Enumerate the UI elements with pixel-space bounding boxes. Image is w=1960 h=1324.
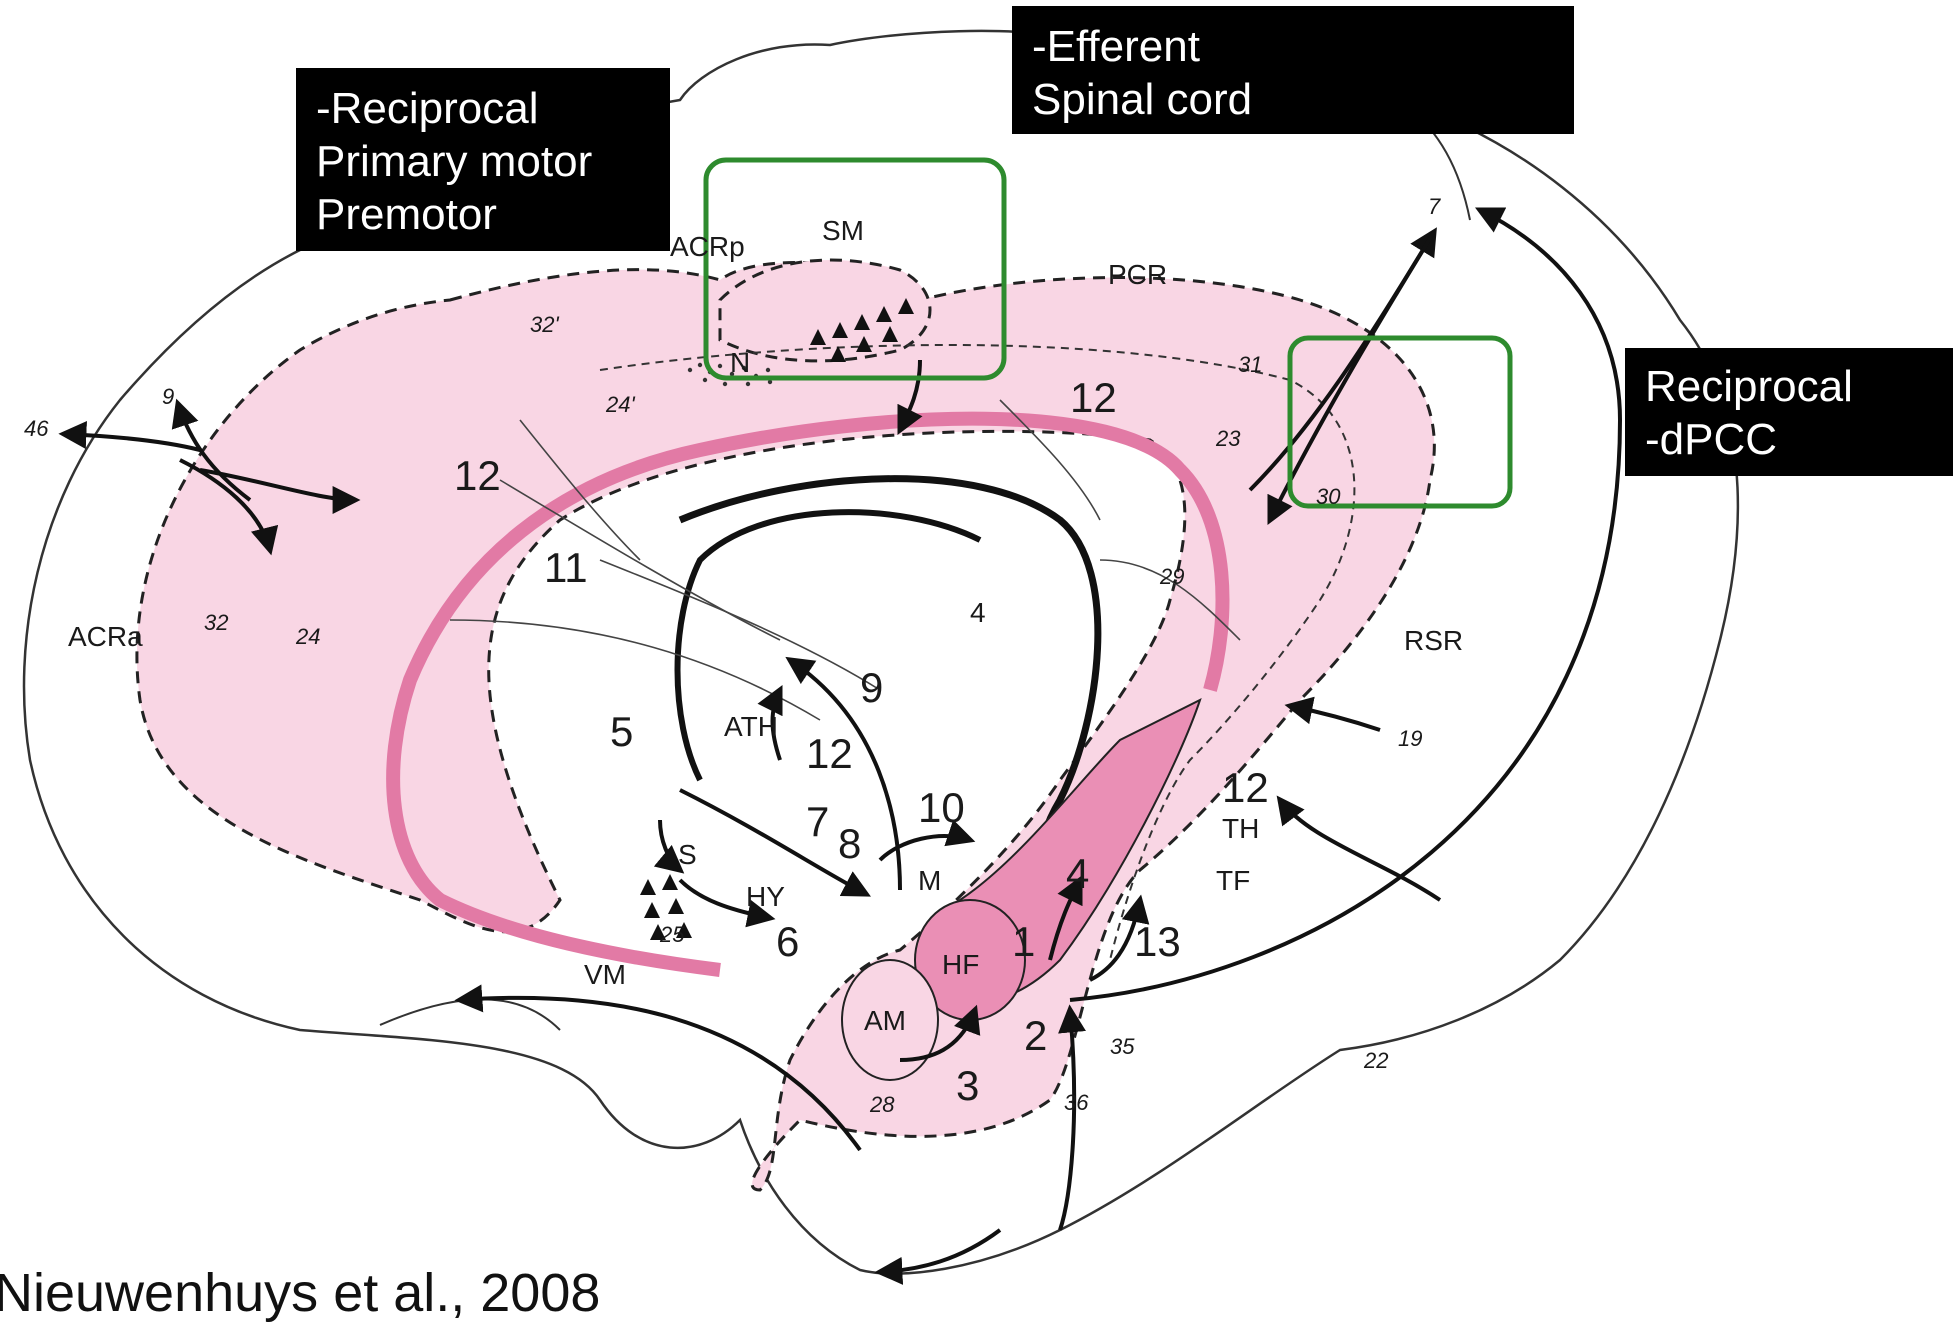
pathway-6: 6	[776, 918, 799, 965]
pathway-11: 11	[544, 544, 588, 591]
area-4-small: 4	[970, 597, 986, 628]
citation-text: Nieuwenhuys et al., 2008	[0, 1262, 600, 1324]
label-sm: SM	[822, 215, 864, 246]
area-35: 35	[1110, 1034, 1135, 1059]
label-tf: TF	[1216, 865, 1250, 896]
area-32p: 32'	[530, 312, 559, 337]
pathway-10: 10	[918, 784, 965, 831]
label-th: TH	[1222, 813, 1259, 844]
pathway-12-right: 12	[1222, 764, 1269, 811]
label-pcr: PCR	[1108, 259, 1167, 290]
area-32: 32	[204, 610, 228, 635]
area-22: 22	[1363, 1048, 1388, 1073]
callout-efferent: -Efferent Spinal cord	[1012, 6, 1574, 134]
pathway-12-mid: 12	[806, 730, 853, 777]
pathway-13: 13	[1134, 918, 1181, 965]
label-hf: HF	[942, 949, 979, 980]
pathway-12-left: 12	[454, 452, 501, 499]
pathway-3: 3	[956, 1062, 979, 1109]
area-31: 31	[1238, 352, 1262, 377]
pathway-5: 5	[610, 708, 633, 755]
area-30: 30	[1316, 484, 1341, 509]
area-29: 29	[1159, 564, 1184, 589]
label-s: S	[678, 839, 697, 870]
area-24: 24	[295, 624, 320, 649]
callout-line: Premotor	[316, 188, 670, 241]
callout-line: -Efferent	[1032, 20, 1574, 73]
callout-line: Spinal cord	[1032, 73, 1574, 126]
area-19: 19	[1398, 726, 1422, 751]
area-7: 7	[1428, 194, 1441, 219]
area-24p: 24'	[605, 392, 635, 417]
label-acra: ACRa	[68, 621, 143, 652]
pathway-12-top: 12	[1070, 374, 1117, 421]
label-acrp: ACRp	[670, 231, 745, 262]
area-36: 36	[1064, 1090, 1089, 1115]
callout-line: -dPCC	[1645, 413, 1953, 466]
pathway-8: 8	[838, 820, 861, 867]
pathway-4: 4	[1066, 850, 1089, 897]
area-28: 28	[869, 1092, 895, 1117]
area-46: 46	[24, 416, 49, 441]
area-23: 23	[1215, 426, 1241, 451]
label-m: M	[918, 865, 941, 896]
area-25: 25	[659, 922, 685, 947]
label-n: N	[730, 347, 750, 378]
label-rsr: RSR	[1404, 625, 1463, 656]
pathway-7: 7	[806, 798, 829, 845]
area-9: 9	[162, 384, 174, 409]
pathway-1: 1	[1012, 918, 1035, 965]
callout-line: Primary motor	[316, 135, 670, 188]
label-hy: HY	[746, 881, 785, 912]
callout-reciprocal-dpcc: Reciprocal -dPCC	[1625, 348, 1953, 476]
pathway-2: 2	[1024, 1012, 1047, 1059]
callout-line: Reciprocal	[1645, 360, 1953, 413]
callout-reciprocal-motor: -Reciprocal Primary motor Premotor	[296, 68, 670, 251]
callout-line: -Reciprocal	[316, 82, 670, 135]
label-vm: VM	[584, 959, 626, 990]
pathway-9: 9	[860, 664, 883, 711]
label-ath: ATH	[724, 711, 778, 742]
label-am: AM	[864, 1005, 906, 1036]
